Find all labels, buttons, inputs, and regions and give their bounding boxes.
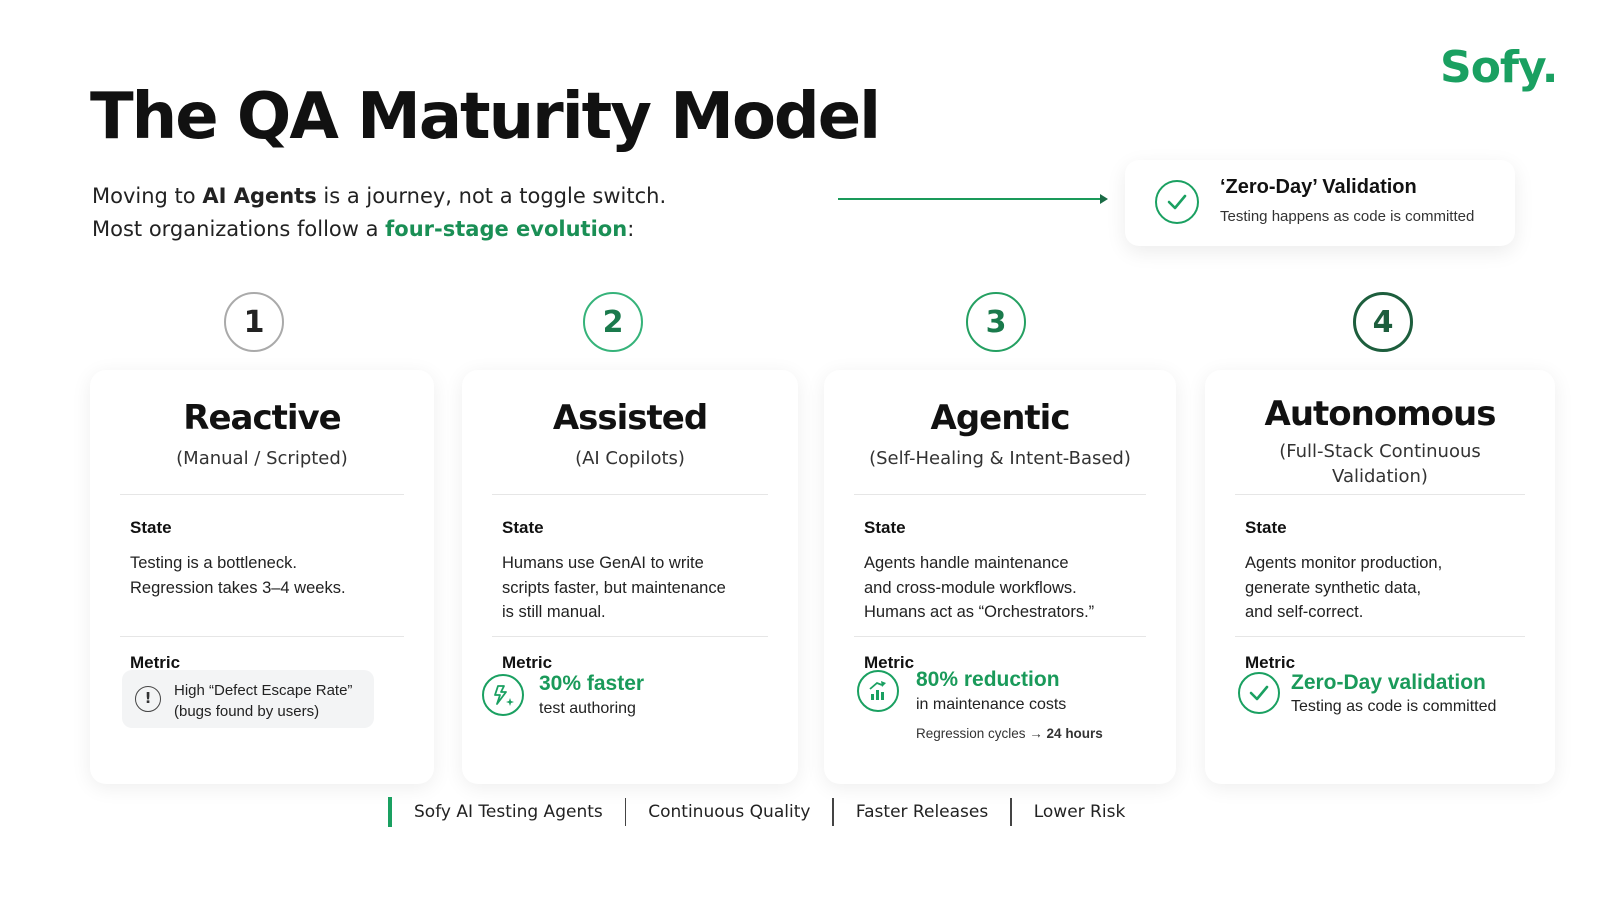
footer-separator bbox=[1010, 798, 1012, 826]
step-1-marker: 1 bbox=[224, 292, 284, 352]
metric-note: Regression cycles → 24 hours bbox=[916, 726, 1103, 741]
check-circle-icon bbox=[1155, 180, 1199, 224]
state-label: State bbox=[502, 518, 544, 537]
metric-caption: test authoring bbox=[539, 700, 636, 717]
divider bbox=[120, 636, 404, 637]
metric-value: Zero-Day validation bbox=[1291, 671, 1486, 694]
state-label: State bbox=[1245, 518, 1287, 537]
stage-card-assisted: Assisted (AI Copilots) State Humans use … bbox=[462, 370, 798, 784]
intro-line-2: Most organizations follow a four-stage e… bbox=[92, 217, 635, 241]
divider bbox=[1235, 636, 1525, 637]
step-2-marker: 2 bbox=[583, 292, 643, 352]
zero-day-callout: ‘Zero-Day’ Validation Testing happens as… bbox=[1125, 160, 1515, 246]
callout-subtitle: Testing happens as code is committed bbox=[1220, 208, 1475, 225]
state-label: State bbox=[864, 518, 906, 537]
metric-label: Metric bbox=[864, 653, 915, 672]
divider bbox=[854, 636, 1146, 637]
divider bbox=[492, 636, 768, 637]
check-circle-icon bbox=[1238, 672, 1280, 714]
alert-circle-icon: ! bbox=[135, 686, 161, 712]
state-label: State bbox=[130, 518, 172, 537]
state-text: Agents handle maintenance and cross-modu… bbox=[864, 554, 1095, 621]
metric-text: High “Defect Escape Rate” (bugs found by… bbox=[174, 682, 353, 720]
metric-caption: in maintenance costs bbox=[916, 696, 1067, 713]
state-text: Testing is a bottleneck. Regression take… bbox=[130, 554, 346, 597]
arrow-right-icon bbox=[838, 194, 1108, 204]
metric-value: 30% faster bbox=[539, 672, 645, 695]
stage-subtitle: (Full-Stack Continuous Validation) bbox=[1279, 441, 1481, 487]
footer-accent-bar bbox=[388, 797, 392, 827]
metric-value: 80% reduction bbox=[916, 668, 1060, 691]
stage-title: Autonomous bbox=[1264, 394, 1497, 434]
state-text: Humans use GenAI to write scripts faster… bbox=[502, 554, 726, 621]
footer-tagline: Sofy AI Testing Agents Continuous Qualit… bbox=[388, 797, 1125, 827]
state-text: Agents monitor production, generate synt… bbox=[1245, 554, 1443, 621]
callout-title: ‘Zero-Day’ Validation bbox=[1220, 176, 1417, 198]
divider bbox=[120, 494, 404, 495]
stage-subtitle: (AI Copilots) bbox=[575, 448, 685, 469]
footer-item: Sofy AI Testing Agents bbox=[414, 802, 603, 822]
intro-text: Moving to AI Agents is a journey, not a … bbox=[92, 180, 666, 246]
stage-title: Agentic bbox=[930, 398, 1071, 438]
stage-timeline bbox=[284, 323, 1353, 325]
stage-title: Assisted bbox=[552, 398, 708, 438]
metric-pill: ! High “Defect Escape Rate” (bugs found … bbox=[122, 670, 374, 728]
divider bbox=[1235, 494, 1525, 495]
stage-subtitle: (Manual / Scripted) bbox=[176, 448, 348, 469]
metric-label: Metric bbox=[1245, 653, 1296, 672]
footer-item: Faster Releases bbox=[855, 802, 989, 822]
page-title: The QA Maturity Model bbox=[90, 80, 881, 154]
step-3-marker: 3 bbox=[966, 292, 1026, 352]
intro-line-1: Moving to AI Agents is a journey, not a … bbox=[92, 184, 667, 208]
stage-card-reactive: Reactive (Manual / Scripted) State Testi… bbox=[90, 370, 434, 784]
stage-title: Reactive bbox=[183, 398, 341, 438]
footer-separator bbox=[832, 798, 834, 826]
stage-card-autonomous: Autonomous (Full-Stack Continuous Valida… bbox=[1205, 370, 1555, 784]
metric-caption: Testing as code is committed bbox=[1291, 698, 1497, 715]
footer-item: Continuous Quality bbox=[648, 802, 811, 822]
footer-item: Lower Risk bbox=[1033, 802, 1126, 822]
sofy-logo: Sofy. bbox=[1440, 42, 1558, 93]
growth-chart-icon bbox=[857, 670, 899, 712]
footer-separator bbox=[624, 798, 627, 826]
stage-card-agentic: Agentic (Self-Healing & Intent-Based) St… bbox=[824, 370, 1176, 784]
sparkle-icon bbox=[482, 674, 524, 716]
divider bbox=[854, 494, 1146, 495]
metric-label: Metric bbox=[502, 653, 553, 672]
divider bbox=[492, 494, 768, 495]
step-4-marker: 4 bbox=[1353, 292, 1413, 352]
metric-label: Metric bbox=[130, 653, 181, 672]
stage-subtitle: (Self-Healing & Intent-Based) bbox=[869, 448, 1131, 469]
